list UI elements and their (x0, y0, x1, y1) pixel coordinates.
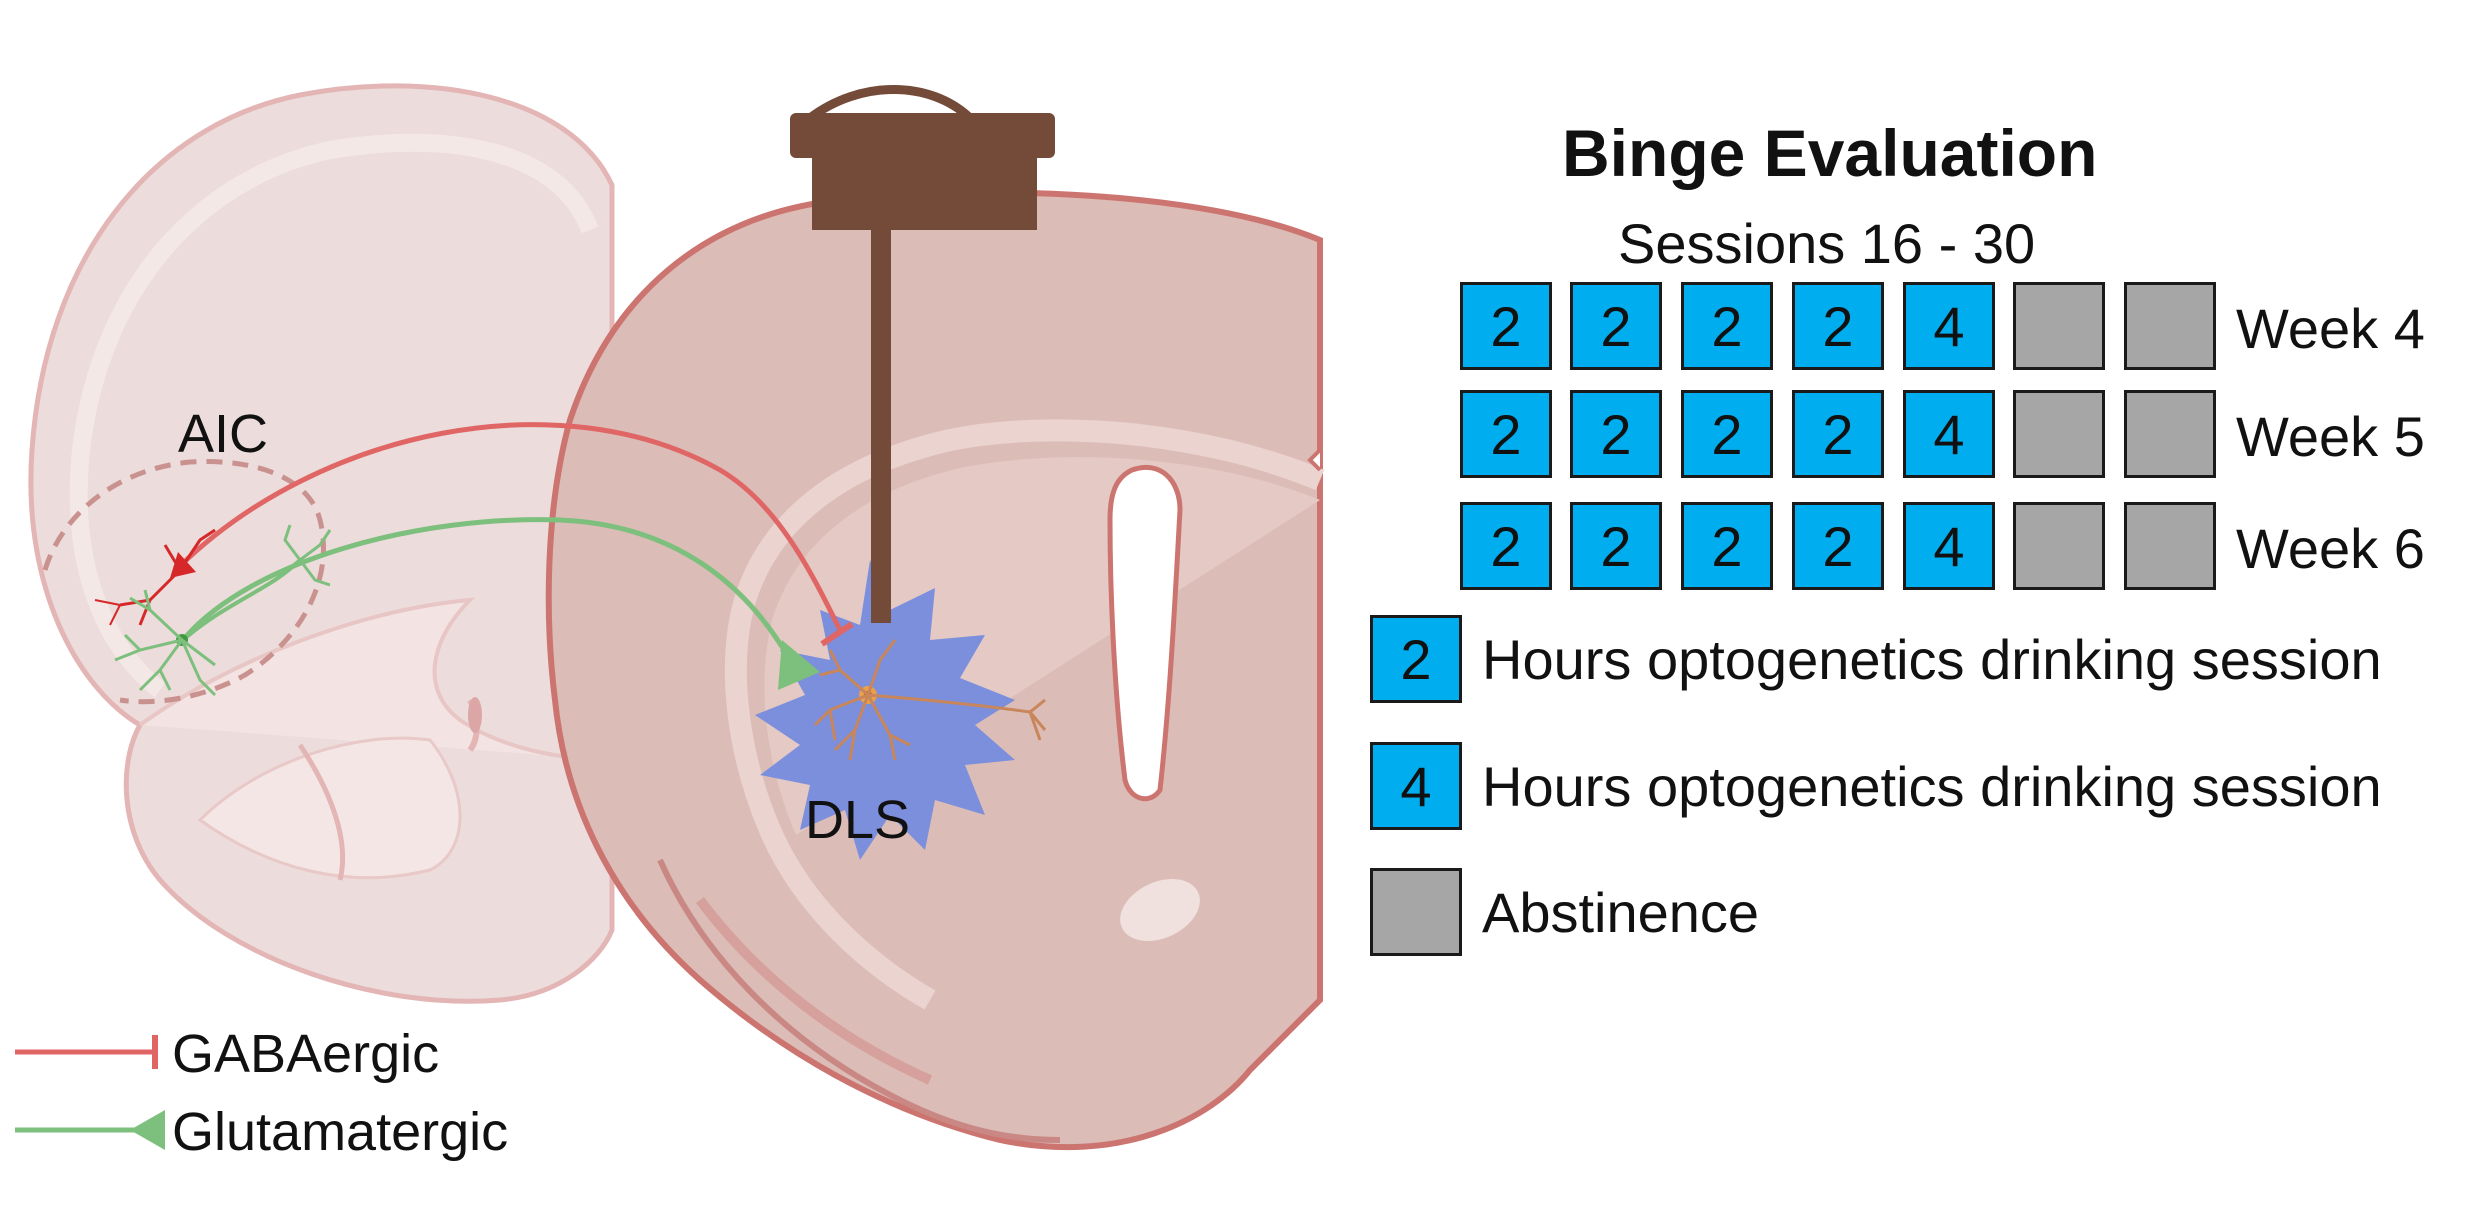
session-day-box: 2 (1681, 502, 1773, 590)
session-day-box: 2 (1681, 282, 1773, 370)
session-day-box: 2 (1570, 502, 1662, 590)
schedule-title: Binge Evaluation (1562, 116, 2098, 190)
dls-label: DLS (805, 790, 911, 850)
session-day-box: 4 (1903, 502, 1995, 590)
abstinence-day-box (2124, 390, 2216, 478)
session-day-box: 2 (1460, 282, 1552, 370)
abstinence-day-box (2124, 502, 2216, 590)
schedule-legend-label: Abstinence (1482, 881, 1760, 944)
session-day-box: 2 (1460, 390, 1552, 478)
legend-abstinence-box (1370, 868, 1462, 956)
session-day-box: 2 (1792, 282, 1884, 370)
abstinence-day-box (2013, 282, 2105, 370)
session-day-box: 2 (1792, 390, 1884, 478)
legend-session-box: 4 (1370, 742, 1462, 830)
abstinence-day-box (2124, 282, 2216, 370)
dls-medium-spiny-neuron (813, 639, 1047, 761)
session-day-box: 2 (1570, 390, 1662, 478)
glutamatergic-legend-label: Glutamatergic (172, 1102, 509, 1162)
schedule-legend-label: Hours optogenetics drinking session (1482, 755, 2382, 818)
session-day-box: 4 (1903, 390, 1995, 478)
brain-section-illustration (15, 83, 1325, 1151)
week-label: Week 6 (2236, 517, 2425, 580)
session-day-box: 2 (1570, 282, 1662, 370)
legend-session-box: 2 (1370, 615, 1462, 703)
abstinence-day-box (2013, 390, 2105, 478)
session-day-box: 2 (1681, 390, 1773, 478)
gabaergic-legend-label: GABAergic (172, 1024, 440, 1084)
session-day-box: 2 (1460, 502, 1552, 590)
glutamatergic-projection (114, 517, 820, 697)
abstinence-day-box (2013, 502, 2105, 590)
pathway-legend-glyphs (15, 1035, 165, 1150)
aic-label: AIC (178, 404, 269, 464)
optic-fiber-implant (790, 85, 1055, 623)
light-stimulation-burst (755, 560, 1015, 860)
week-label: Week 5 (2236, 405, 2425, 468)
session-day-box: 4 (1903, 282, 1995, 370)
schedule-legend-label: Hours optogenetics drinking session (1482, 628, 2382, 691)
session-day-box: 2 (1792, 502, 1884, 590)
aic-region-outline (42, 459, 326, 705)
schedule-subtitle: Sessions 16 - 30 (1618, 212, 2036, 275)
gabaergic-projection (94, 422, 854, 647)
week-label: Week 4 (2236, 297, 2425, 360)
